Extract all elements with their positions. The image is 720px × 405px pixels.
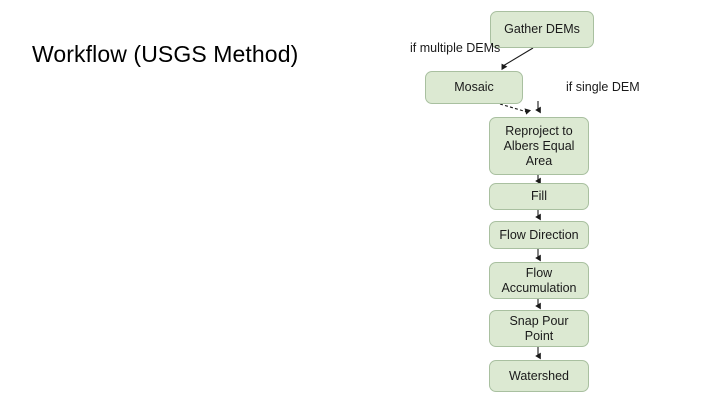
flow-node-fill[interactable]: Fill (489, 183, 589, 210)
flow-node-watershed[interactable]: Watershed (489, 360, 589, 392)
arrow-gather-to-mosaic (501, 47, 534, 71)
flow-node-gather-dems[interactable]: Gather DEMs (490, 11, 594, 48)
flow-node-flow-accumulation[interactable]: Flow Accumulation (489, 262, 589, 299)
flow-node-mosaic[interactable]: Mosaic (425, 71, 523, 104)
edge-label-if-multiple-dems: if multiple DEMs (410, 41, 501, 55)
flow-node-flow-direction[interactable]: Flow Direction (489, 221, 589, 249)
workflow-flowchart: Gather DEMs Mosaic Reproject to Albers E… (400, 0, 720, 405)
edge-label-if-single-dem: if single DEM (566, 80, 640, 94)
flow-node-snap-pour-point[interactable]: Snap Pour Point (489, 310, 589, 347)
page-title: Workflow (USGS Method) (32, 41, 299, 67)
arrow-mosaic-to-reproject (499, 103, 532, 115)
flow-node-reproject[interactable]: Reproject to Albers Equal Area (489, 117, 589, 175)
